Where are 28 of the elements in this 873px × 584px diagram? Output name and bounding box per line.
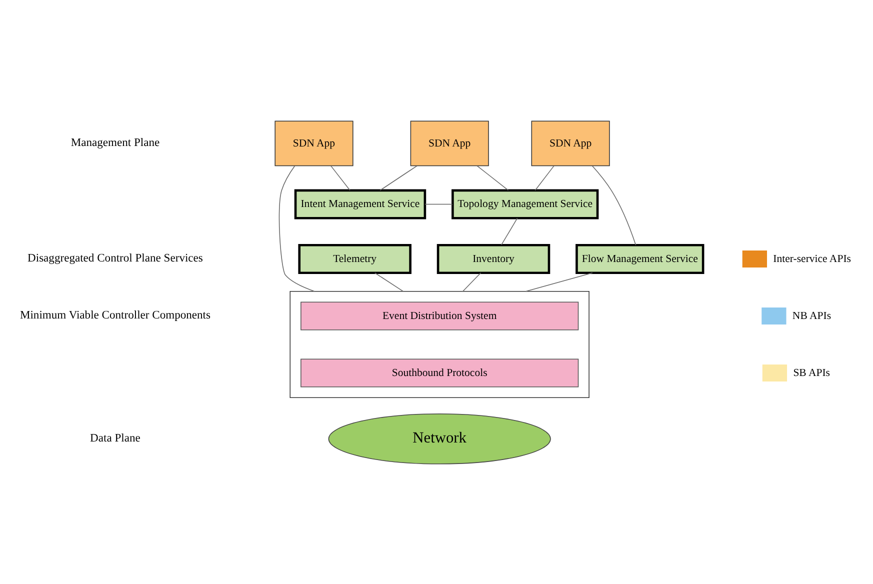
connector <box>501 217 518 245</box>
node-box: Topology Management Service <box>452 188 599 219</box>
legend-label: NB APIs <box>792 309 832 322</box>
label: Data Plane <box>90 432 140 444</box>
node-box: Flow Management Service <box>576 243 704 274</box>
node-box: SDN App <box>274 120 354 166</box>
node-box: Event Distribution System <box>300 301 579 330</box>
node-box: Southbound Protocols <box>300 358 579 387</box>
connector <box>592 164 636 245</box>
connector <box>424 203 453 204</box>
node-box: Inventory <box>436 243 550 274</box>
connector <box>476 164 509 190</box>
node-box: SDN App <box>531 120 610 166</box>
connector <box>330 165 350 190</box>
connector <box>534 165 554 190</box>
label: Management Plane <box>70 136 160 149</box>
connector <box>462 272 482 292</box>
connector <box>525 272 593 292</box>
connector <box>380 164 418 190</box>
legend-label: Inter-service APIs <box>773 252 851 264</box>
node-ellipse: Network <box>328 412 551 464</box>
node-box: SDN App <box>410 120 489 166</box>
legend-label: SB APIs <box>793 366 830 378</box>
cluster <box>290 290 590 398</box>
node-box: Intent Management Service <box>294 188 426 219</box>
label: Disaggregated Control Plane Services <box>28 252 203 264</box>
label: Minimum Viable Controller Components <box>20 309 211 322</box>
node-box: Telemetry <box>298 243 412 274</box>
